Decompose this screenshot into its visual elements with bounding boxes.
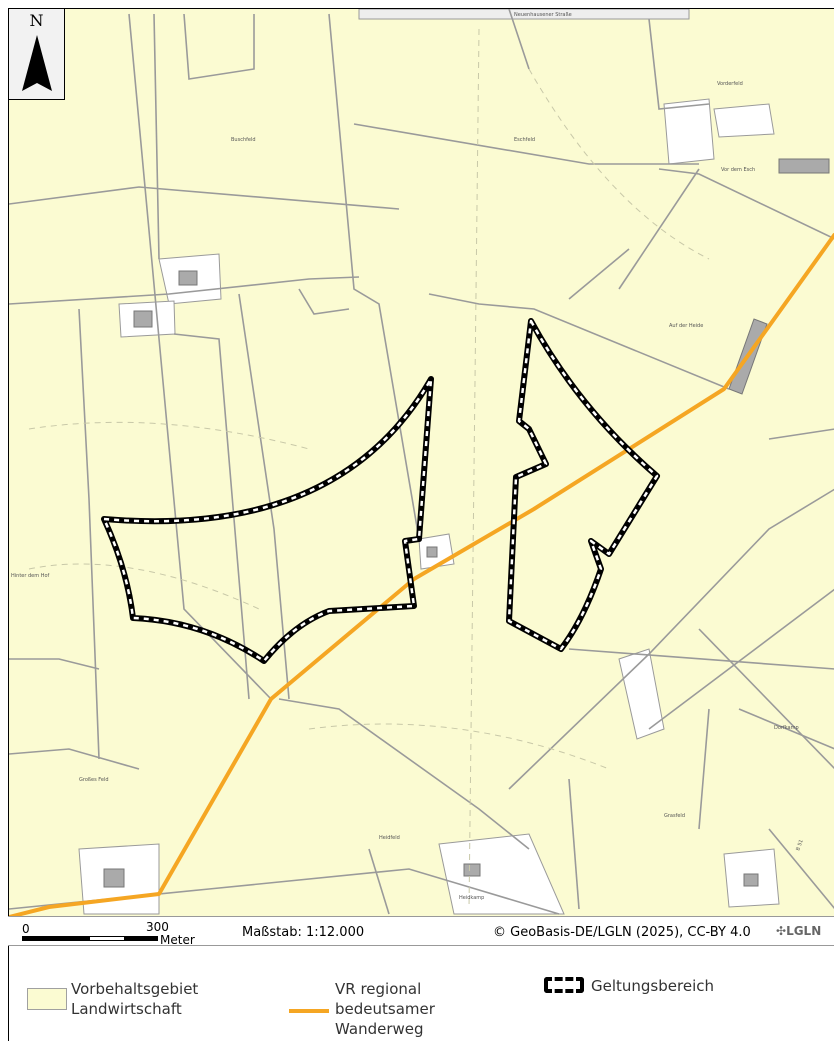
place-label: Dorfkamp	[774, 725, 799, 731]
north-arrow: N	[8, 8, 65, 100]
legend-agri-line2: Landwirtschaft	[71, 1000, 182, 1018]
contour-lines	[28, 28, 710, 910]
place-label: Eschfeld	[514, 137, 535, 143]
buildings	[103, 158, 830, 888]
boundary-areas[interactable]	[101, 318, 660, 664]
scale-end: 300	[146, 920, 169, 934]
map-labels: Neuenhausener Straße B 51 Buschfeld Esch…	[11, 12, 805, 901]
scale-bar: 0 300 Meter Maßstab: 1:12.000 © GeoBasis…	[8, 916, 834, 947]
scale-unit: Meter	[160, 933, 195, 947]
legend-trail-line1: VR regional	[335, 980, 422, 998]
scale-bar-graphic	[22, 936, 158, 941]
road-label-right: B 51	[795, 839, 805, 852]
legend-agri-label: Vorbehaltsgebiet Landwirtschaft	[71, 979, 198, 1019]
place-label: Vor dem Esch	[721, 167, 755, 173]
hiking-trail[interactable]	[9, 232, 834, 917]
legend-swatch-trail	[289, 1009, 329, 1013]
logo-text: LGLN	[786, 924, 822, 938]
place-label: Heidkamp	[459, 895, 484, 901]
map-canvas: Neuenhausener Straße B 51 Buschfeld Esch…	[9, 9, 834, 917]
place-label: Vorderfeld	[717, 81, 743, 87]
logo-mark-icon: ✣	[776, 924, 787, 938]
street-label-top: Neuenhausener Straße	[514, 12, 572, 18]
scale-start: 0	[22, 922, 30, 936]
place-label: Buschfeld	[231, 137, 256, 143]
legend-agri-line1: Vorbehaltsgebiet	[71, 980, 199, 998]
boundary-west	[101, 376, 434, 664]
map-view[interactable]: Neuenhausener Straße B 51 Buschfeld Esch…	[8, 8, 834, 917]
north-arrow-icon	[22, 35, 52, 91]
legend-boundary-label: Geltungsbereich	[591, 977, 714, 995]
north-letter: N	[29, 11, 44, 30]
road-top	[358, 9, 690, 20]
scale-text: Maßstab: 1:12.000	[242, 925, 365, 940]
place-label: Heidfeld	[379, 835, 400, 841]
legend-trail-label: VR regional bedeutsamer Wanderweg	[335, 979, 435, 1039]
legend-trail-line3: Wanderweg	[335, 1020, 424, 1038]
legend-swatch-agri	[27, 988, 67, 1010]
place-label: Hinter dem Hof	[11, 573, 50, 579]
place-label: Auf der Heide	[669, 323, 703, 329]
copyright: © GeoBasis-DE/LGLN (2025), CC-BY 4.0	[493, 925, 751, 940]
legend: Vorbehaltsgebiet Landwirtschaft VR regio…	[8, 946, 834, 1041]
legend-swatch-boundary	[544, 977, 584, 993]
legend-trail-line2: bedeutsamer	[335, 1000, 435, 1018]
place-label: Großes Feld	[79, 777, 109, 783]
lgln-logo: ✣LGLN	[776, 924, 821, 938]
place-label: Grasfeld	[664, 813, 685, 819]
boundary-east-dash	[507, 319, 659, 651]
